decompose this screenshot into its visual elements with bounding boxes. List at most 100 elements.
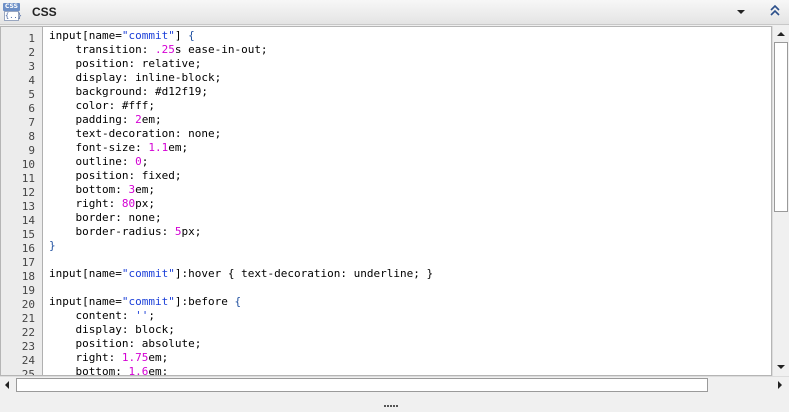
code-token: 80 <box>121 197 136 210</box>
code-token: px; <box>135 197 155 210</box>
code-line: position: absolute; <box>49 337 201 351</box>
line-number: 21 <box>21 312 35 325</box>
line-number: 14 <box>21 214 35 227</box>
code-token: ; <box>141 155 149 168</box>
resize-grip-icon[interactable] <box>384 394 402 407</box>
code-token: em; <box>141 113 162 126</box>
line-number: 12 <box>21 186 35 199</box>
line-number: 3 <box>28 60 35 73</box>
horizontal-scroll-thumb[interactable] <box>16 378 708 392</box>
line-number: 15 <box>21 228 35 241</box>
code-line: content: ''; <box>49 309 155 323</box>
line-number: 22 <box>21 326 35 339</box>
code-token: em; <box>168 141 189 154</box>
panel-titlebar: CSS {..} CSS <box>0 0 789 25</box>
code-token: 3 <box>128 183 136 196</box>
line-number: 18 <box>21 270 35 283</box>
code-token: em; <box>148 351 169 364</box>
code-token: border-radius: <box>49 225 175 238</box>
code-line: } <box>49 239 56 253</box>
code-line: bottom: 3em; <box>49 183 155 197</box>
line-number: 17 <box>21 256 35 269</box>
code-token: 1.75 <box>121 351 149 364</box>
line-number: 7 <box>28 116 35 129</box>
code-token: right: <box>49 197 122 210</box>
code-line: position: fixed; <box>49 169 181 183</box>
code-token: right: <box>49 351 122 364</box>
code-line: color: #fff; <box>49 99 155 113</box>
code-line: right: 80px; <box>49 197 155 211</box>
code-token: position: relative; <box>49 57 202 70</box>
code-token: color: #fff; <box>49 99 155 112</box>
line-number: 13 <box>21 200 35 213</box>
scroll-down-arrow-icon[interactable] <box>776 363 786 371</box>
line-number: 23 <box>21 340 35 353</box>
scroll-left-arrow-icon[interactable] <box>3 380 11 390</box>
line-number: 1 <box>28 32 35 45</box>
line-number: 25 <box>21 368 35 376</box>
code-token: content: <box>49 309 136 322</box>
code-token: input[name= <box>49 295 122 308</box>
code-line: font-size: 1.1em; <box>49 141 188 155</box>
line-number: 24 <box>21 354 35 367</box>
code-line: input[name="commit"]:hover { text-decora… <box>49 267 433 281</box>
line-number: 4 <box>28 74 35 87</box>
line-number: 6 <box>28 102 35 115</box>
code-token: bottom: <box>49 365 129 376</box>
code-token: ]:before { <box>174 295 242 308</box>
panel-title: CSS <box>32 5 57 19</box>
vertical-scrollbar[interactable] <box>772 26 789 376</box>
code-line: position: relative; <box>49 57 201 71</box>
code-token: border: none; <box>49 211 162 224</box>
code-token: position: fixed; <box>49 169 182 182</box>
code-line: transition: .25s ease-in-out; <box>49 43 268 57</box>
code-line: background: #d12f19; <box>49 85 208 99</box>
vertical-scroll-thumb[interactable] <box>774 42 788 212</box>
line-number: 16 <box>21 242 35 255</box>
code-token: background: #d12f19; <box>49 85 208 98</box>
code-line: outline: 0; <box>49 155 148 169</box>
css-icon-tag: CSS <box>3 3 20 11</box>
line-number: 19 <box>21 284 35 297</box>
line-number: 11 <box>21 172 35 185</box>
code-line: right: 1.75em; <box>49 351 168 365</box>
code-area[interactable]: input[name="commit"] { transition: .25s … <box>49 27 771 375</box>
dropdown-arrow-icon[interactable] <box>735 7 747 17</box>
code-token: ]:hover { text-decoration: underline; } <box>174 267 434 280</box>
code-token: input[name= <box>49 267 122 280</box>
scroll-up-arrow-icon[interactable] <box>776 30 786 38</box>
line-number: 10 <box>21 158 35 171</box>
code-line: display: block; <box>49 323 175 337</box>
code-token: transition: <box>49 43 155 56</box>
collapse-up-icon[interactable] <box>768 3 782 19</box>
code-token: s ease-in-out; <box>174 43 268 56</box>
code-token: 1.1 <box>148 141 169 154</box>
code-token: em; <box>148 365 169 376</box>
code-token: 1.6 <box>128 365 149 376</box>
line-number: 20 <box>21 298 35 311</box>
line-number: 9 <box>28 144 35 157</box>
line-number: 2 <box>28 46 35 59</box>
code-token: '' <box>135 309 149 322</box>
css-file-icon: CSS {..} <box>3 3 22 21</box>
code-token: display: inline-block; <box>49 71 222 84</box>
code-token: em; <box>135 183 155 196</box>
code-line: input[name="commit"] { <box>49 29 195 43</box>
code-token: 5 <box>174 225 182 238</box>
line-number: 5 <box>28 88 35 101</box>
code-token: input[name= <box>49 29 122 42</box>
code-token: display: block; <box>49 323 175 336</box>
code-token: "commit" <box>121 267 175 280</box>
code-line: input[name="commit"]:before { <box>49 295 241 309</box>
code-token: ] { <box>174 29 195 42</box>
code-token: "commit" <box>121 295 175 308</box>
code-token: font-size: <box>49 141 149 154</box>
scroll-right-arrow-icon[interactable] <box>776 380 784 390</box>
code-token: bottom: <box>49 183 129 196</box>
code-token: 2 <box>135 113 142 126</box>
code-token: ; <box>148 309 155 322</box>
horizontal-scrollbar[interactable] <box>0 376 789 392</box>
code-line: text-decoration: none; <box>49 127 221 141</box>
